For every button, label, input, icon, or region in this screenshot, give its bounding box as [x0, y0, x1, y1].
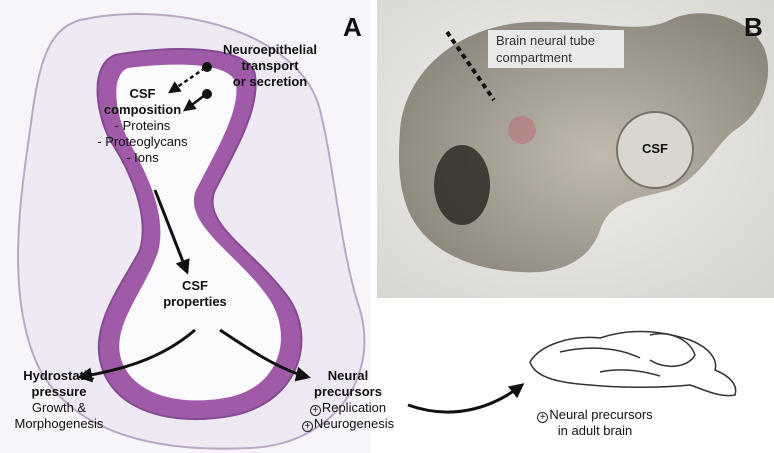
compartment-line-2: compartment: [496, 50, 572, 65]
pressure-line-3: Growth &: [31, 400, 87, 415]
embryo-body: [398, 13, 769, 273]
composition-title-2: composition: [103, 102, 182, 117]
precursors-line-2: precursors: [314, 384, 382, 399]
precursors-item-1-text: Replication: [321, 400, 387, 415]
pressure-line-1: Hydrostatic: [23, 368, 95, 383]
transport-line-3: or secretion: [232, 74, 308, 89]
pressure-label: Hydrostatic pressure Growth & Morphogene…: [0, 368, 118, 432]
adult-line-1: +Neural precursors: [520, 407, 670, 423]
properties-line-1: CSF: [182, 278, 208, 293]
panel-b-label: B: [744, 12, 763, 42]
arrow-transport-1: [167, 66, 206, 94]
panel-a-label: A: [343, 12, 362, 42]
precursors-line-1: Neural: [327, 368, 369, 383]
arrow-to-adult: [407, 383, 525, 414]
precursors-item-2-text: Neurogenesis: [313, 416, 395, 431]
precursors-item-1: +Replication: [292, 400, 404, 416]
compartment-callout: Brain neural tube compartment: [488, 30, 624, 68]
transport-line-1: Neuroepithelial: [223, 42, 317, 57]
arrow-to-pressure: [77, 328, 196, 383]
adult-line-1-text: Neural precursors: [549, 407, 653, 422]
plus-circle-icon: +: [537, 412, 549, 423]
properties-line-2: properties: [163, 294, 227, 309]
arrow-to-precursors: [219, 328, 311, 382]
csf-ventricle: [616, 111, 694, 189]
adult-label: +Neural precursors in adult brain: [520, 407, 670, 439]
arrow-to-properties: [153, 189, 190, 275]
dot-1: [202, 62, 212, 72]
dot-2: [202, 89, 212, 99]
transport-label: Neuroepithelial transport or secretion: [200, 42, 340, 90]
transport-line-2: transport: [241, 58, 299, 73]
compartment-line-1: Brain neural tube: [496, 33, 596, 48]
embryo-eye: [434, 145, 490, 225]
adult-brain-drawing: [529, 330, 737, 397]
precursors-item-2: +Neurogenesis: [292, 416, 404, 432]
composition-item-ions: - Ions: [126, 150, 159, 165]
precursors-label: Neural precursors +Replication +Neurogen…: [292, 368, 404, 432]
arrow-transport-2: [183, 94, 206, 112]
composition-item-proteoglycans: - Proteoglycans: [97, 134, 188, 149]
adult-line-2: in adult brain: [557, 423, 633, 438]
embryo-heart-spot: [508, 116, 536, 144]
composition-title: CSF: [129, 86, 156, 101]
pressure-line-2: pressure: [31, 384, 87, 399]
dotted-marker: [445, 30, 496, 102]
properties-label: CSF properties: [150, 278, 240, 310]
csf-label: CSF: [642, 141, 668, 156]
plus-circle-icon: +: [301, 421, 313, 432]
composition-label: CSF composition - Proteins - Proteoglyca…: [85, 86, 200, 166]
neural-tube-lumen: [116, 64, 281, 401]
composition-item-proteins: - Proteins: [114, 118, 171, 133]
pressure-line-4: Morphogenesis: [14, 416, 104, 431]
plus-circle-icon: +: [309, 405, 321, 416]
